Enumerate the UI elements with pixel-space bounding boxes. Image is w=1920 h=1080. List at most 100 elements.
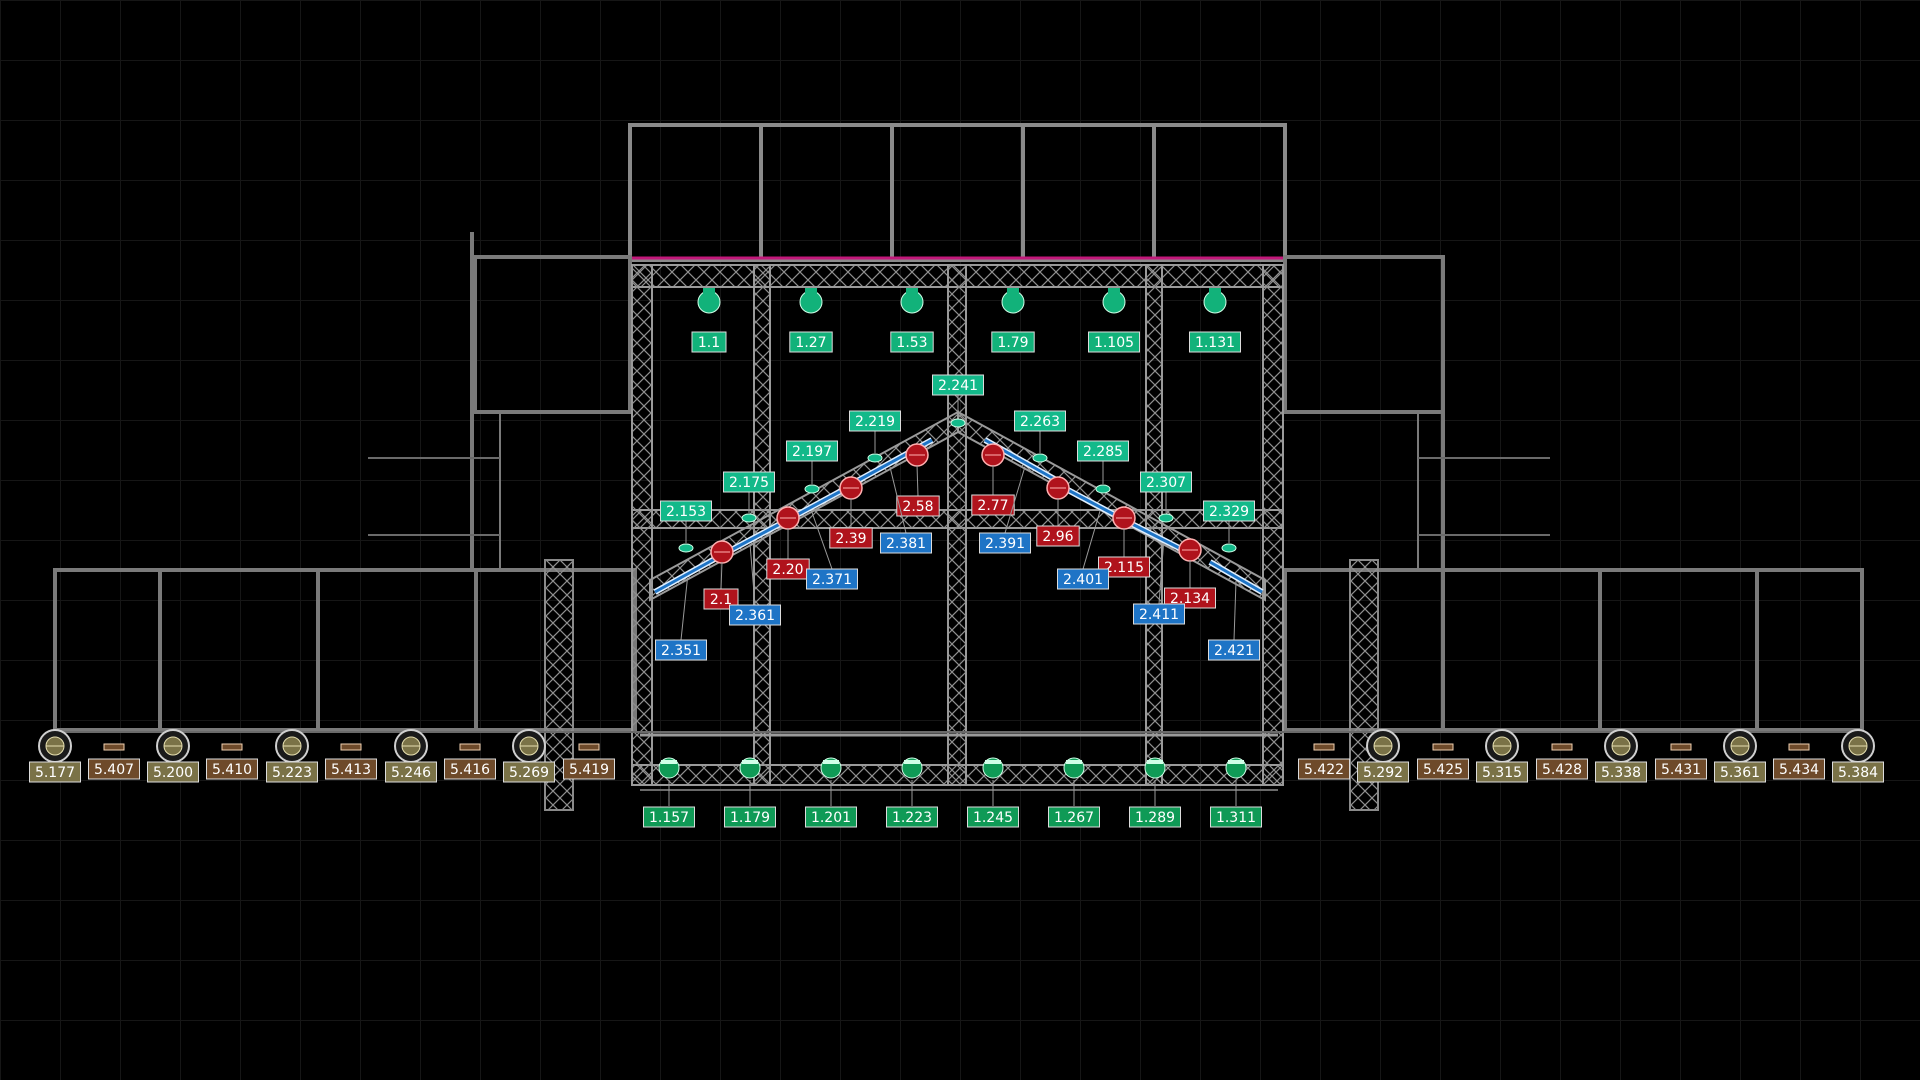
label-teal: 2.307 (1140, 471, 1192, 493)
label-floor-wash-text: 5.223 (272, 765, 312, 781)
wash-fixture-icon (1095, 484, 1111, 494)
label-floor-strip-text: 5.431 (1661, 762, 1701, 778)
label-floor-wash-text: 5.315 (1482, 765, 1522, 781)
label-green-top: 1.27 (789, 331, 833, 353)
wash-fixture-icon (867, 453, 883, 463)
label-red-text: 2.20 (772, 562, 803, 578)
led-bar-icon (1208, 559, 1264, 595)
leader-line (811, 510, 833, 570)
spot-fixture-icon (1203, 288, 1227, 314)
label-red-text: 2.96 (1042, 529, 1073, 545)
label-teal-text: 2.241 (938, 378, 978, 394)
main-truss (60, 264, 1860, 811)
label-teal-text: 2.329 (1209, 504, 1249, 520)
wash-fixture-icon (741, 513, 757, 523)
leader-line (889, 466, 907, 534)
label-teal-text: 2.219 (855, 414, 895, 430)
label-floor-strip-text: 5.422 (1304, 762, 1344, 778)
spot-fixture-icon (900, 288, 924, 314)
wash-fixture-icon (1158, 513, 1174, 523)
label-teal: 2.219 (849, 410, 901, 432)
label-teal: 2.285 (1077, 440, 1129, 462)
wash-fixture-icon (950, 418, 966, 428)
label-red: 2.77 (971, 494, 1015, 516)
label-blue: 2.371 (806, 568, 858, 590)
label-green-top: 1.1 (691, 331, 727, 353)
label-floor-wash-text: 5.177 (35, 765, 75, 781)
label-floor-strip-text: 5.428 (1542, 762, 1582, 778)
label-green-top: 1.131 (1189, 331, 1241, 353)
floor-strip-icon (103, 743, 125, 751)
label-teal-text: 2.153 (666, 504, 706, 520)
label-teal: 2.241 (932, 374, 984, 396)
label-red: 2.39 (829, 527, 873, 549)
label-floor-wash: 5.292 (1357, 761, 1409, 783)
label-green-bottom: 1.289 (1129, 806, 1181, 828)
label-floor-wash: 5.384 (1832, 761, 1884, 783)
label-red: 2.58 (896, 495, 940, 517)
label-green-top-text: 1.105 (1094, 335, 1134, 351)
floor-strip-icon (221, 743, 243, 751)
moving-head-icon (839, 476, 863, 500)
label-blue: 2.411 (1133, 603, 1185, 625)
label-floor-strip: 5.410 (206, 758, 258, 780)
wash-fixture-icon (1032, 453, 1048, 463)
label-teal: 2.153 (660, 500, 712, 522)
label-green-top-text: 1.53 (896, 335, 927, 351)
floor-strip-icon (340, 743, 362, 751)
leader-line (1004, 466, 1026, 534)
floor-fixture-icon (1144, 757, 1166, 779)
label-teal: 2.197 (786, 440, 838, 462)
label-floor-wash-text: 5.246 (391, 765, 431, 781)
label-green-top-text: 1.131 (1195, 335, 1235, 351)
moving-head-icon (981, 443, 1005, 467)
floor-wash-icon (1485, 729, 1519, 763)
label-floor-wash-text: 5.200 (153, 765, 193, 781)
label-floor-wash: 5.338 (1595, 761, 1647, 783)
leader-line (680, 577, 688, 641)
label-green-bottom: 1.245 (967, 806, 1019, 828)
moving-head-icon (905, 443, 929, 467)
stairs-right (1418, 457, 1550, 536)
label-red: 2.115 (1098, 556, 1150, 578)
label-red: 2.96 (1036, 525, 1080, 547)
label-blue-text: 2.411 (1139, 607, 1179, 623)
upper-boxes (628, 123, 1287, 262)
label-floor-wash-text: 5.384 (1838, 765, 1878, 781)
floor-strip-icon (1551, 743, 1573, 751)
label-green-bottom-text: 1.157 (649, 810, 689, 826)
leader-line (916, 464, 919, 497)
label-blue-text: 2.421 (1214, 643, 1254, 659)
floor-wash-icon (156, 729, 190, 763)
label-floor-wash-text: 5.361 (1720, 765, 1760, 781)
wash-fixture-icon (678, 543, 694, 553)
label-blue: 2.401 (1057, 568, 1109, 590)
label-blue: 2.351 (655, 639, 707, 661)
label-floor-strip: 5.407 (88, 758, 140, 780)
label-blue-text: 2.351 (661, 643, 701, 659)
label-floor-strip: 5.425 (1417, 758, 1469, 780)
label-green-bottom-text: 1.311 (1216, 810, 1256, 826)
spot-fixture-icon (799, 288, 823, 314)
label-teal: 2.263 (1014, 410, 1066, 432)
floor-strip-icon (1432, 743, 1454, 751)
floor-strip-icon (1313, 743, 1335, 751)
leader-line (1158, 543, 1164, 605)
label-red: 2.1 (703, 588, 739, 610)
floor-strip-icon (1788, 743, 1810, 751)
label-green-top-text: 1.27 (795, 335, 826, 351)
floor-fixture-icon (658, 757, 680, 779)
label-green-bottom: 1.311 (1210, 806, 1262, 828)
label-floor-strip-text: 5.410 (212, 762, 252, 778)
label-green-top: 1.79 (991, 331, 1035, 353)
spot-fixture-icon (1102, 288, 1126, 314)
floor-fixture-icon (820, 757, 842, 779)
label-green-top-text: 1.79 (997, 335, 1028, 351)
wash-fixture-icon (1221, 543, 1237, 553)
label-red-text: 2.39 (835, 531, 866, 547)
label-blue: 2.391 (979, 532, 1031, 554)
lower-panels (53, 568, 1864, 732)
label-teal-text: 2.175 (729, 475, 769, 491)
